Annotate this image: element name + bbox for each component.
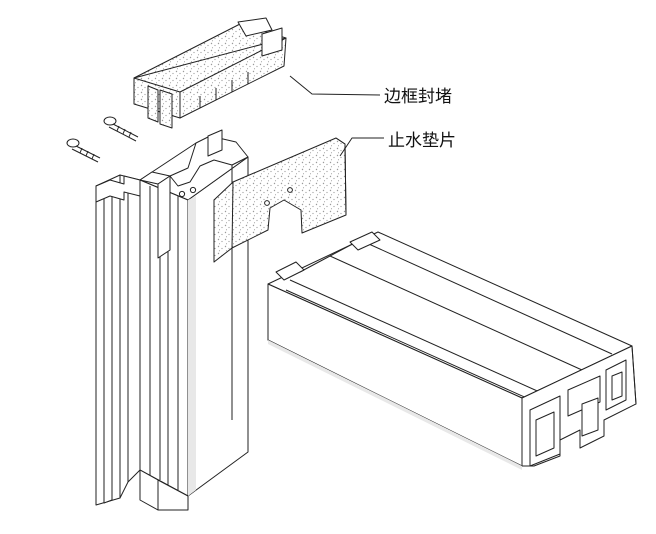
water-stop-gasket-label: 止水垫片 — [388, 131, 456, 151]
screw-right — [103, 116, 139, 142]
horizontal-frame-profile — [267, 231, 637, 470]
water-stop-gasket-part — [213, 137, 347, 263]
vertical-frame-profile — [95, 129, 249, 511]
end-cap-part — [133, 17, 287, 129]
end-cap-label: 边框封堵 — [384, 87, 452, 107]
end-cap-leader-line — [289, 75, 381, 96]
gasket-leader-line — [339, 137, 384, 157]
screw-left — [66, 138, 101, 163]
